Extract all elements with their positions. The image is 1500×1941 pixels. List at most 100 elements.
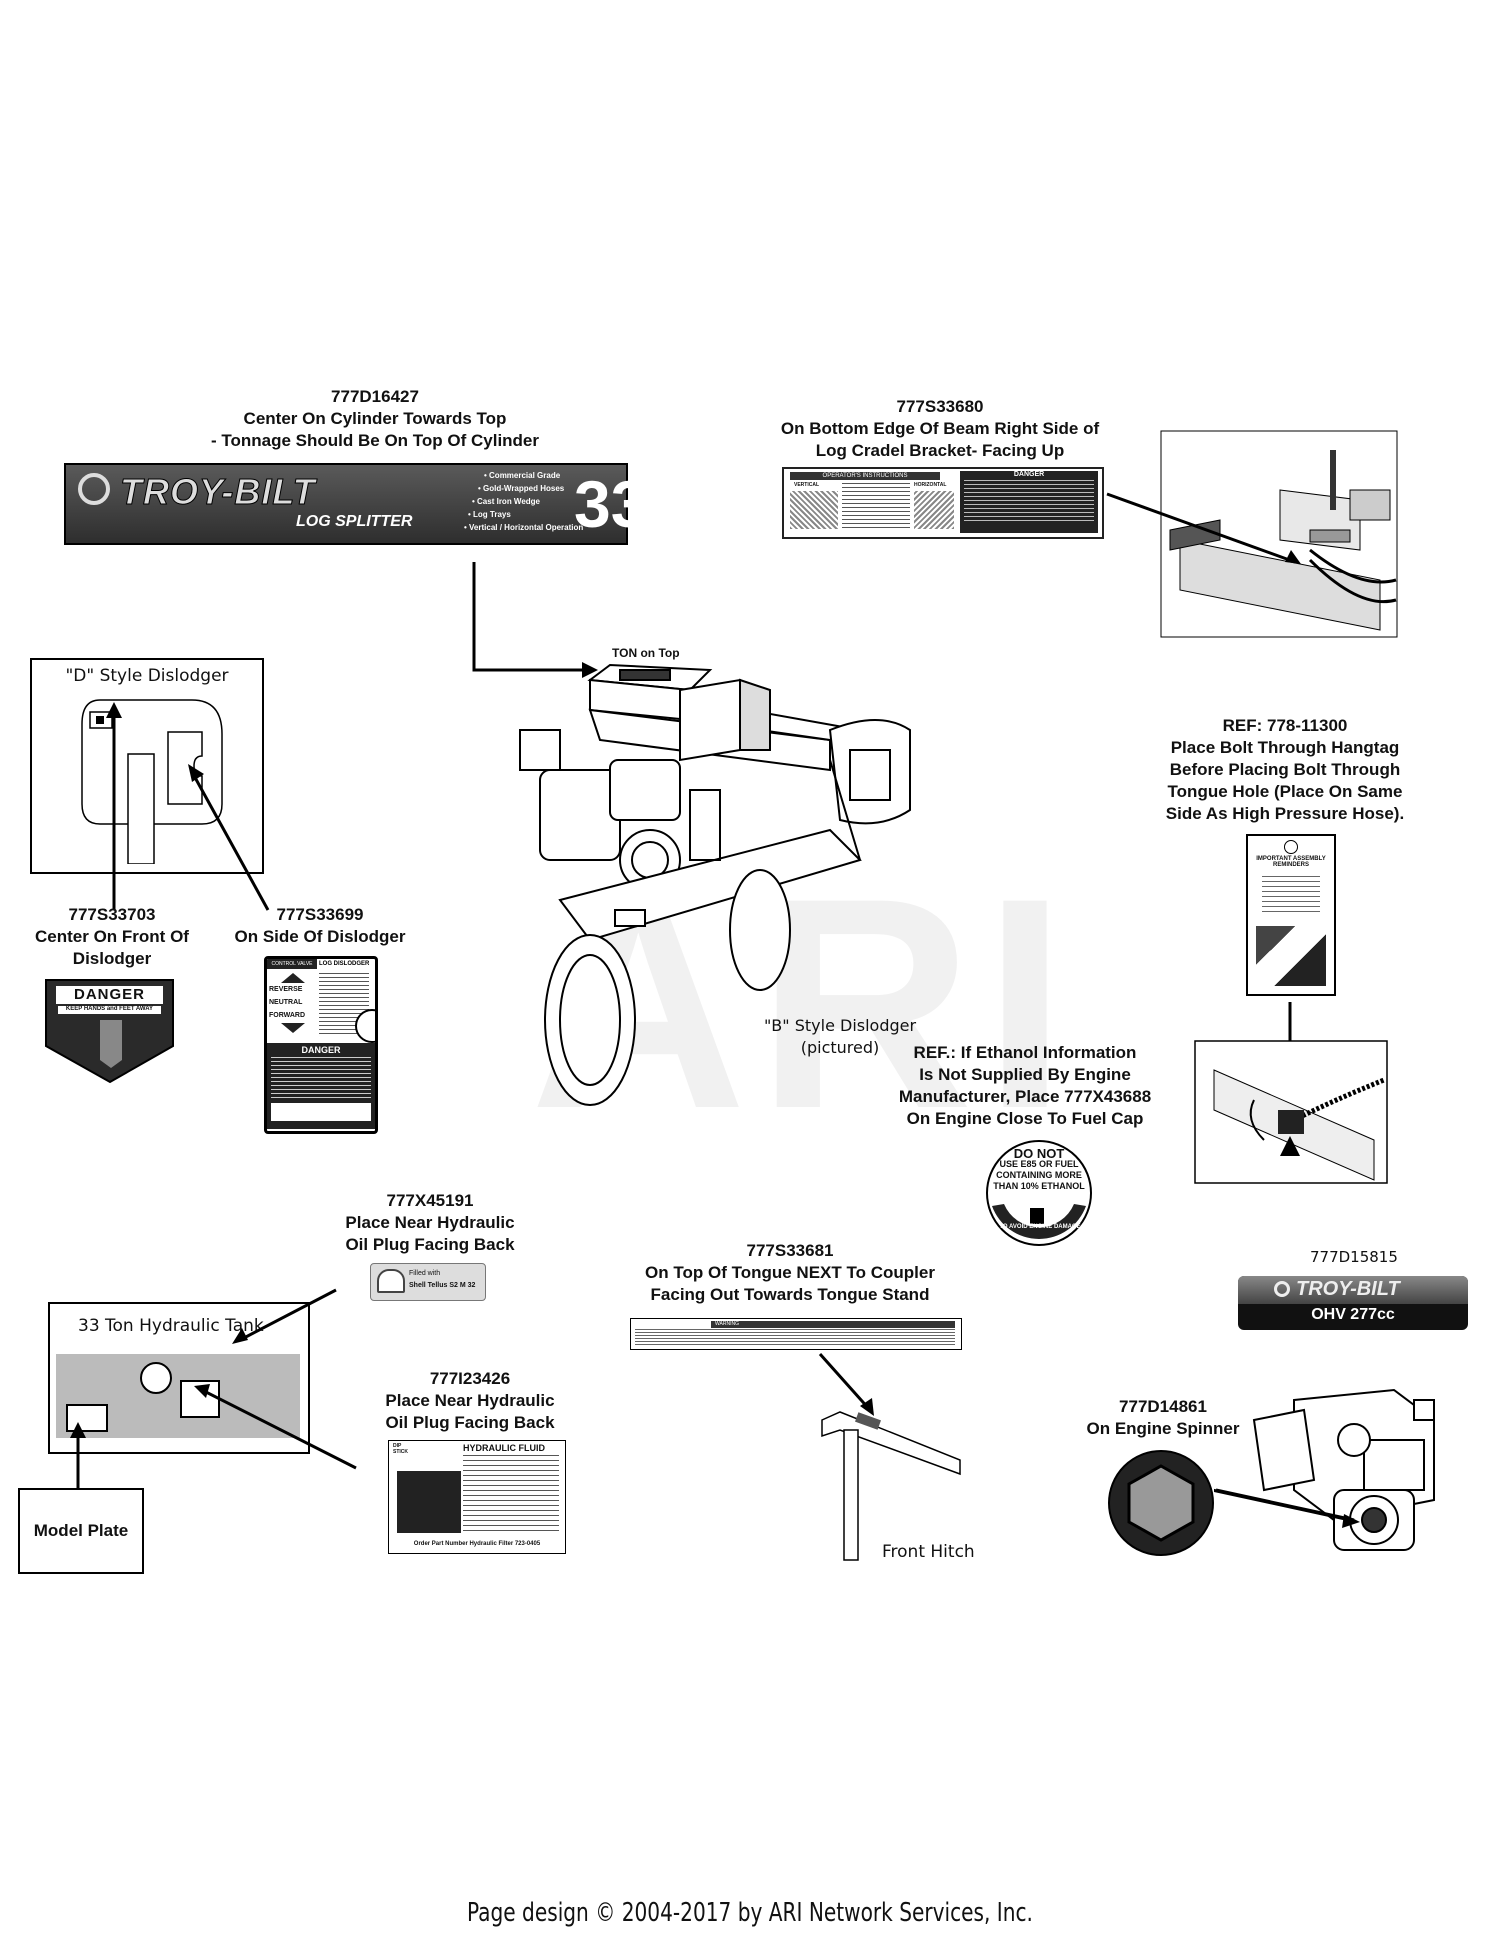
caption-line: Is Not Supplied By Engine <box>919 1065 1131 1084</box>
hangtag-picture <box>1256 926 1326 986</box>
model-plate-box: Model Plate <box>18 1488 144 1574</box>
engine-spinner-decal <box>1108 1450 1214 1556</box>
ohv-brand: TROY-BILT <box>1296 1278 1400 1300</box>
part-number: 777I23426 <box>429 1369 511 1388</box>
log-dislodger-header: LOG DISLODGER <box>319 961 370 967</box>
warning-strip-header: WARNING <box>711 1321 955 1328</box>
cylinder-leader <box>472 562 598 678</box>
d-style-title: "D" Style Dislodger <box>65 666 229 686</box>
caption-line: REF.: If Ethanol Information <box>913 1043 1137 1062</box>
badge-line: USE E85 OR FUEL <box>999 1159 1079 1169</box>
hangtag-title: IMPORTANT ASSEMBLY REMINDERS <box>1256 856 1326 868</box>
dip-stick-label: DIP STICK <box>393 1443 408 1455</box>
caption-line: Oil Plug Facing Back <box>385 1413 555 1432</box>
part-number: 777D16427 <box>331 387 419 406</box>
ethanol-badge <box>986 1140 1092 1246</box>
danger-text <box>964 480 1094 524</box>
badge-line: CONTAINING MORE <box>996 1170 1082 1180</box>
caption-line: Center On Cylinder Towards Top <box>243 409 507 428</box>
page-footer: Page design © 2004-2017 by ARI Network S… <box>467 1898 1033 1928</box>
ethanol-badge-arc-text: TO AVOID ENGINE DAMAGE <box>999 1224 1081 1230</box>
badge-line: DO NOT <box>1013 1146 1065 1161</box>
operators-instructions-decal: OPERATOR'S INSTRUCTIONS VERTICAL HORIZON… <box>782 467 1104 539</box>
caption-line: On Engine Spinner <box>1086 1419 1240 1438</box>
caption-ethanol: REF.: If Ethanol Information Is Not Supp… <box>890 1042 1160 1130</box>
part-number: 777S33681 <box>746 1241 834 1260</box>
danger-subtext: KEEP HANDS and FEET AWAY <box>65 1006 154 1012</box>
b-style-line: (pictured) <box>800 1038 880 1057</box>
order-part-number: Order Part Number Hydraulic Filter 723-0… <box>413 1541 541 1547</box>
operators-text-block <box>842 483 910 529</box>
engine-illustration <box>1214 1388 1435 1551</box>
feature-item: • Commercial Grade <box>484 471 561 480</box>
caption-line: Oil Plug Facing Back <box>345 1235 515 1254</box>
ohv-decal: TROY-BILT OHV 277cc <box>1238 1276 1468 1330</box>
shell-line2: Shell Tellus S2 M 32 <box>409 1282 476 1289</box>
caption-line: Manufacturer, Place 777X43688 <box>898 1087 1152 1106</box>
part-number: 777D14861 <box>1119 1397 1207 1416</box>
danger-keep-hands-decal <box>45 979 174 1084</box>
warning-strip-text <box>635 1329 955 1347</box>
operators-illustration-2 <box>914 491 954 529</box>
position-reverse: REVERSE <box>269 986 303 993</box>
log-splitter-label: LOG SPLITTER <box>296 513 413 530</box>
caption-line: On Side Of Dislodger <box>234 927 406 946</box>
troybilt-circle-icon <box>78 473 110 505</box>
danger-title: DANGER <box>73 986 145 1003</box>
caption-line: Dislodger <box>72 949 152 968</box>
feature-item: • Log Trays <box>468 510 511 519</box>
d-style-leaders <box>106 702 270 911</box>
caption-line: Center On Front Of <box>35 927 189 946</box>
vertical-label: VERTICAL <box>794 482 819 488</box>
caption-777s33681: 777S33681 On Top Of Tongue NEXT To Coupl… <box>620 1240 960 1306</box>
tank-leaders <box>70 1288 357 1490</box>
badge-line: THAN 10% ETHANOL <box>993 1181 1085 1191</box>
position-neutral: NEUTRAL <box>269 999 303 1006</box>
caption-line: On Top Of Tongue NEXT To Coupler <box>645 1263 935 1282</box>
down-arrow-icon <box>281 1023 305 1033</box>
beam-bracket-illustration <box>1160 430 1398 638</box>
caption-777x45191: 777X45191 Place Near Hydraulic Oil Plug … <box>320 1190 540 1256</box>
danger-panel: DANGER <box>960 471 1098 533</box>
caption-line: Place Near Hydraulic <box>385 1391 555 1410</box>
d-style-illustration <box>81 699 223 864</box>
caption-777s33680: 777S33680 On Bottom Edge Of Beam Right S… <box>750 396 1130 462</box>
tonnage-unit: US TON <box>654 468 670 521</box>
troybilt-brand: TROY-BILT <box>120 471 316 513</box>
model-plate-spot <box>66 1404 108 1432</box>
hangtag-text <box>1262 876 1320 916</box>
hydraulic-fluid-decal: DIP STICK HYDRAULIC FLUID Order Part Num… <box>388 1440 566 1554</box>
danger-pictograms <box>271 1103 371 1121</box>
part-number: 777X45191 <box>386 1191 474 1210</box>
caption-777s33703: 777S33703 Center On Front Of Dislodger <box>22 904 202 970</box>
shell-decal: Filled with Shell Tellus S2 M 32 <box>370 1263 486 1301</box>
control-valve-header: CONTROL VALVE <box>267 959 317 969</box>
dislodger-notch <box>355 1009 375 1043</box>
part-number: 777S33699 <box>276 905 364 924</box>
caption-777d16427: 777D16427 Center On Cylinder Towards Top… <box>190 386 560 452</box>
caption-line: Tongue Hole (Place On Same <box>1167 782 1403 801</box>
danger-band-text <box>271 1057 371 1101</box>
position-forward: FORWARD <box>269 1012 306 1019</box>
oil-plug-icon <box>140 1362 172 1394</box>
feature-list: • Commercial Grade • Gold-Wrapped Hoses … <box>464 469 583 534</box>
caption-ref-778-11300: REF: 778-11300 Place Bolt Through Hangta… <box>1140 715 1430 825</box>
dislodger-control-decal: CONTROL VALVE LOG DISLODGER REVERSE NEUT… <box>264 956 378 1134</box>
ethanol-badge-text: DO NOT USE E85 OR FUEL CONTAINING MORE T… <box>984 1146 1094 1192</box>
operators-header: OPERATOR'S INSTRUCTIONS <box>790 472 940 480</box>
feature-item: • Cast Iron Wedge <box>472 497 541 506</box>
caption-line: Log Cradel Bracket- Facing Up <box>815 441 1065 460</box>
caption-line: - Tonnage Should Be On Top Of Cylinder <box>210 431 540 450</box>
caption-777d14861: 777D14861 On Engine Spinner <box>1058 1396 1268 1440</box>
danger-band-title: DANGER <box>301 1045 341 1055</box>
log-splitter-illustration <box>519 663 911 1106</box>
shell-line1: Filled with <box>409 1270 441 1277</box>
danger-title: DANGER <box>1013 471 1045 478</box>
up-arrow-icon <box>281 973 305 983</box>
troybilt-logo: TROY-BILT <box>74 471 444 513</box>
feature-item: • Gold-Wrapped Hoses <box>478 484 565 493</box>
caption-line: Place Near Hydraulic <box>345 1213 515 1232</box>
caption-line: Facing Out Towards Tongue Stand <box>650 1285 930 1304</box>
ton-on-top-label: TON on Top <box>612 646 680 660</box>
tank-body <box>56 1354 300 1438</box>
